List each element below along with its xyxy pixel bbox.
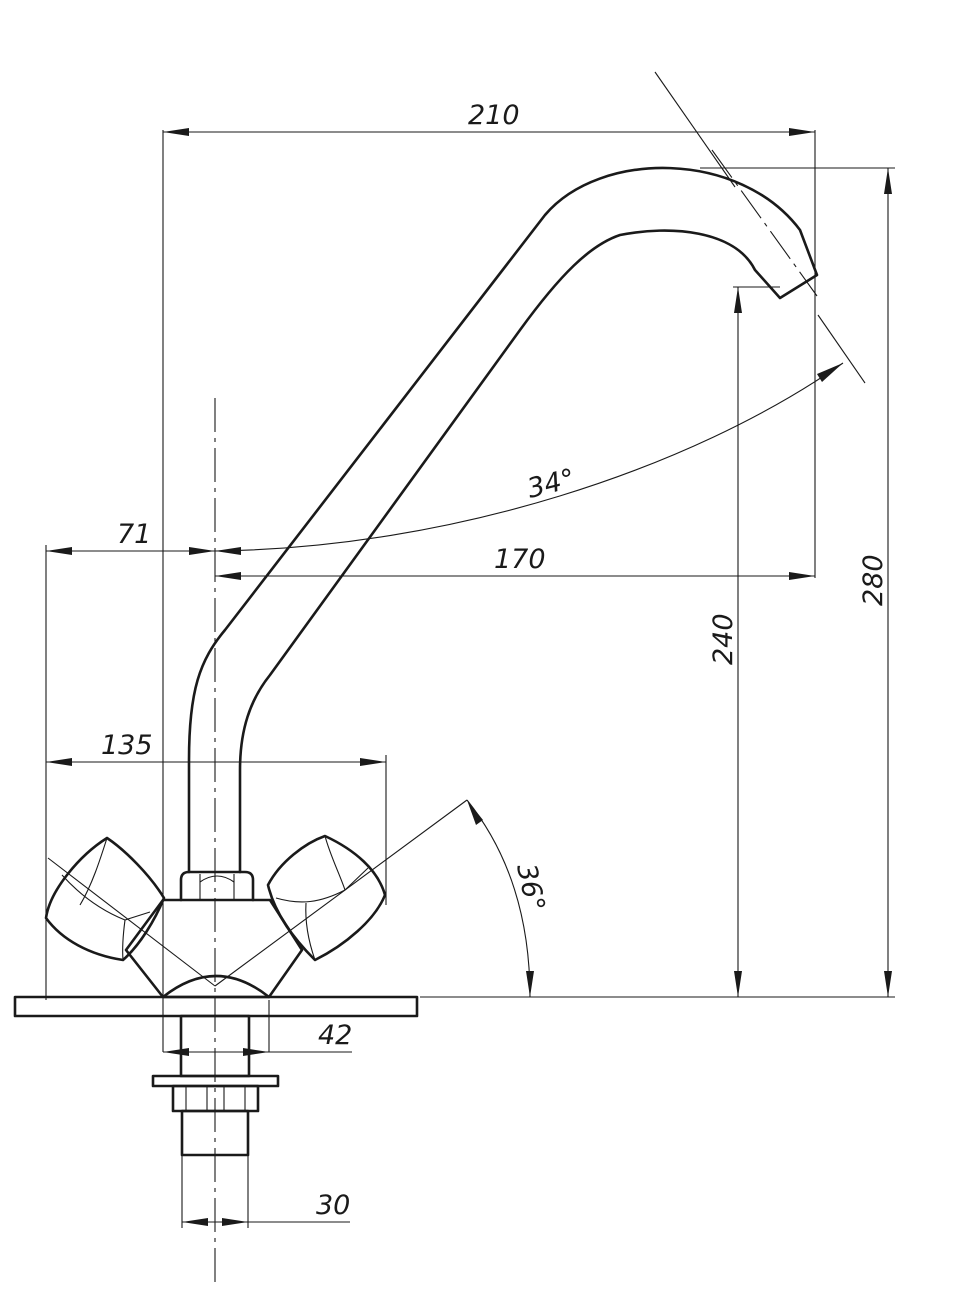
dim-overall-height: 280 — [858, 554, 889, 606]
dim-body-diameter: 42 — [318, 1020, 352, 1051]
angle-handle-tilt: 36° — [510, 861, 550, 914]
dim-spout-height: 240 — [708, 613, 739, 665]
body-dome — [161, 974, 271, 999]
valve-body — [124, 898, 304, 999]
extension-lines — [45, 71, 895, 1228]
left-handle — [44, 836, 166, 962]
dim-handles-span: 135 — [101, 730, 153, 761]
shank-lower — [180, 1109, 250, 1157]
dimension-lines — [46, 128, 892, 1226]
spout-nut — [179, 870, 255, 902]
dimension-labels: 210 71 170 135 42 30 280 240 34° 36° — [101, 100, 889, 1221]
dim-spout-reach: 170 — [494, 544, 546, 575]
dim-handle-offset: 71 — [117, 519, 151, 550]
dim-shank-diameter: 30 — [316, 1190, 350, 1221]
dim-overall-width: 210 — [468, 100, 520, 131]
angle-spout-swivel: 34° — [524, 463, 578, 505]
center-lines — [214, 149, 818, 1285]
spout — [187, 166, 819, 874]
right-handle — [266, 834, 387, 962]
mounting-plate — [13, 995, 419, 1018]
faucet-outline — [13, 166, 819, 1157]
